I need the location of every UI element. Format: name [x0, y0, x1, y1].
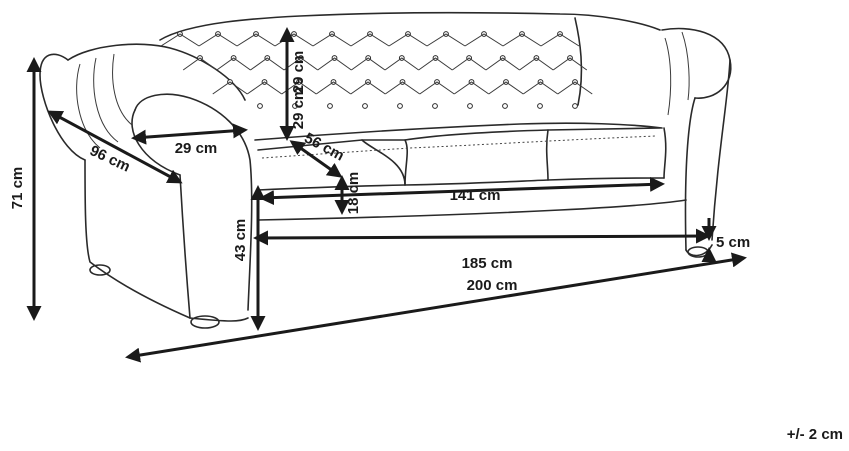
tuft-pleat: [522, 81, 559, 95]
label-leg-height: 5 cm: [716, 234, 750, 251]
label-back-height-2: 29 cm: [290, 87, 307, 130]
tuft-pleat: [351, 57, 386, 71]
tuft-button: [467, 103, 473, 109]
tuft-pleat: [317, 57, 352, 71]
arrow-total-width: [125, 252, 747, 363]
tuft-pleat: [557, 81, 593, 95]
label-inner-width: 185 cm: [462, 255, 513, 272]
tuft-button: [572, 103, 578, 109]
tuft-pleat: [212, 81, 248, 95]
tuft-pleat: [453, 81, 490, 95]
label-depth: 96 cm: [87, 142, 133, 175]
backrest-tufting: [160, 31, 593, 109]
tuft-pleat: [519, 57, 554, 71]
tuft-pleat: [250, 57, 285, 71]
tuft-button: [502, 103, 508, 109]
tuft-pleat: [246, 81, 283, 95]
tuft-button: [257, 103, 263, 109]
tuft-pleat: [502, 33, 542, 47]
tuft-pleat: [315, 81, 352, 95]
tuft-button: [537, 103, 543, 109]
label-seat-height: 43 cm: [232, 219, 249, 262]
tuft-button: [397, 103, 403, 109]
tuft-pleat: [198, 33, 238, 47]
arrow-seat-depth: [289, 140, 343, 178]
tuft-pleat: [384, 81, 421, 95]
label-total-height: 71 cm: [9, 167, 26, 210]
tuft-pleat: [312, 33, 352, 47]
tuft-pleat: [350, 33, 390, 47]
tuft-pleat: [388, 33, 428, 47]
arrow-seat-width: [259, 176, 665, 206]
tuft-pleat: [160, 33, 200, 47]
tuft-button: [327, 103, 333, 109]
tuft-pleat: [552, 57, 588, 71]
label-cushion-height: 18 cm: [345, 172, 362, 215]
tuft-pleat: [182, 57, 218, 71]
label-arm-width: 29 cm: [175, 140, 218, 157]
tuft-pleat: [464, 33, 504, 47]
tuft-button: [362, 103, 368, 109]
tuft-pleat: [350, 81, 386, 95]
tuft-pleat: [426, 33, 466, 47]
arrow-arm-width: [131, 123, 248, 145]
label-total-width: 200 cm: [467, 277, 518, 294]
arrow-inner-width: [253, 228, 711, 246]
tuft-pleat: [488, 81, 524, 95]
tuft-pleat: [216, 57, 251, 71]
tuft-pleat: [236, 33, 276, 47]
arrow-depth: [47, 110, 183, 184]
tuft-pleat: [485, 57, 520, 71]
dimension-arrows: [26, 27, 747, 363]
tuft-pleat: [418, 57, 453, 71]
tuft-button: [432, 103, 438, 109]
tolerance-note: +/- 2 cm: [786, 426, 843, 443]
tuft-pleat: [540, 33, 580, 47]
tuft-pleat: [384, 57, 419, 71]
tuft-pleat: [451, 57, 487, 71]
label-seat-width: 141 cm: [450, 187, 501, 204]
dimension-labels: 71 cm 96 cm 29 cm 29 cm 29 cm 56 cm 18 c…: [9, 51, 750, 294]
label-back-height-1: 29 cm: [290, 51, 307, 94]
tuft-pleat: [419, 81, 455, 95]
sofa-drawing: [39, 11, 732, 329]
